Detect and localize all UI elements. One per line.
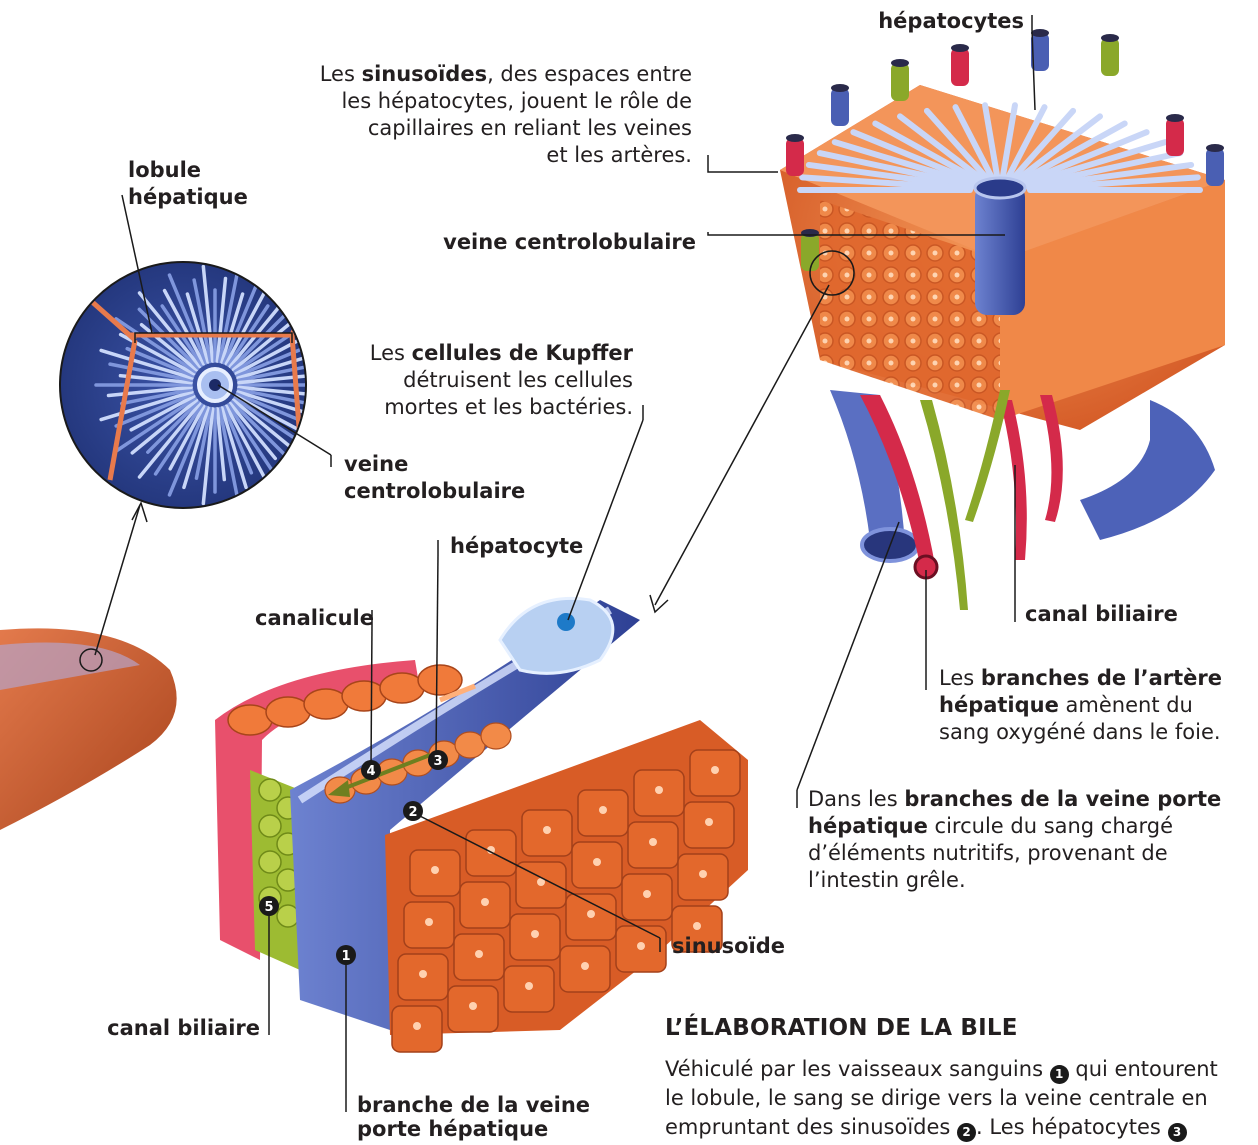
caption-artere-hepatique: Les branches de l’artère hépatique amène…	[939, 665, 1249, 746]
label-hepatocyte: hépatocyte	[450, 533, 583, 560]
section-title: L’ÉLABORATION DE LA BILE	[665, 1015, 1018, 1041]
marker-2: 2	[403, 801, 423, 821]
marker-1: 1	[336, 945, 356, 965]
svg-text:3: 3	[433, 754, 442, 769]
inline-marker-1: 1	[1050, 1065, 1069, 1084]
marker-5: 5	[259, 896, 279, 916]
marker-3: 3	[428, 750, 448, 770]
svg-text:2: 2	[408, 805, 417, 820]
label-hepatocytes-top: hépatocytes	[820, 8, 1024, 35]
inline-marker-3: 3	[1168, 1123, 1187, 1142]
caption-kupffer: Les cellules de Kupffer détruisent les c…	[330, 340, 633, 421]
caption-veine-porte: Dans les branches de la veine porte hépa…	[808, 786, 1228, 894]
label-canal-biliaire-right: canal biliaire	[1025, 601, 1178, 628]
hepatocyte-block	[215, 598, 748, 1052]
caption-sinusoides: Les sinusoïdes, des espaces entre les hé…	[300, 61, 692, 169]
label-veine-centrolobulaire: veine centrolobulaire	[420, 229, 696, 256]
section-body: Véhiculé par les vaisseaux sanguins 1 qu…	[665, 1055, 1255, 1142]
label-canal-biliaire-left: canal biliaire	[60, 1015, 260, 1042]
lobule-3d-block	[780, 29, 1225, 610]
label-sinusoide: sinusoïde	[672, 933, 785, 960]
label-canalicule: canalicule	[255, 605, 374, 632]
magnified-lobule-circle	[60, 262, 332, 508]
svg-text:4: 4	[366, 764, 375, 779]
inline-marker-2: 2	[957, 1123, 976, 1142]
marker-4: 4	[361, 760, 381, 780]
svg-text:5: 5	[264, 900, 273, 915]
liver-lobe-edge	[0, 628, 177, 830]
svg-text:1: 1	[341, 949, 350, 964]
